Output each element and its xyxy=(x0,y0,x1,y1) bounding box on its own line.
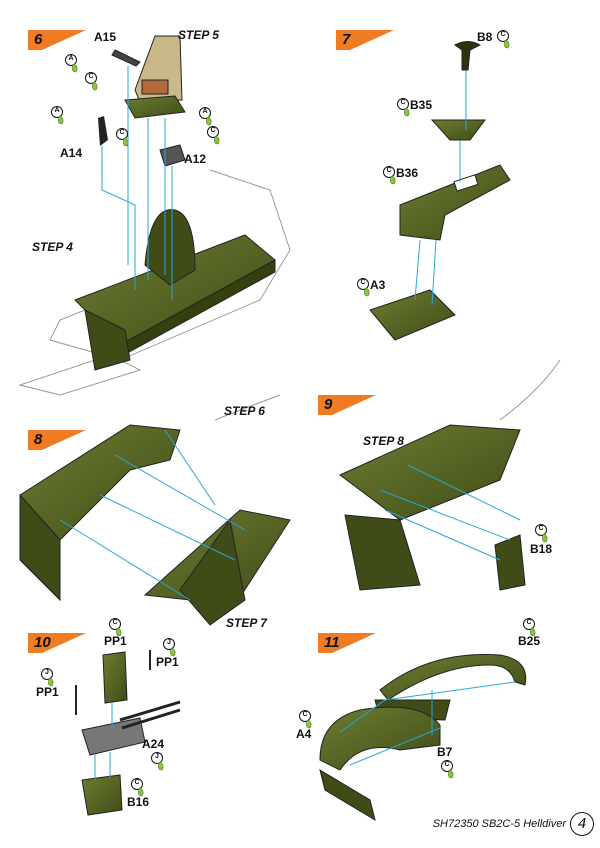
part-label: A15 xyxy=(94,30,117,44)
part-label: PP1 xyxy=(104,634,127,648)
part-label: A3 xyxy=(370,278,386,292)
step9-drawing xyxy=(339,359,561,591)
part-label: A4 xyxy=(296,727,312,741)
part-label: B25 xyxy=(518,634,541,648)
glue-marker-icon: C xyxy=(298,710,316,730)
step-flag-8: 8 xyxy=(28,430,86,450)
step-ref: STEP 7 xyxy=(226,616,267,630)
glue-marker-icon: C xyxy=(534,524,552,544)
glue-marker-icon: C xyxy=(440,760,458,780)
glue-marker-icon: A xyxy=(50,106,68,126)
step-ref: STEP 4 xyxy=(32,240,73,254)
step8-drawing xyxy=(19,394,291,626)
part-label: B16 xyxy=(127,795,150,809)
step7-drawing xyxy=(369,41,511,341)
step-ref: STEP 5 xyxy=(178,28,219,42)
glue-marker-icon: J xyxy=(150,752,168,772)
glue-marker-icon: C xyxy=(522,618,540,638)
step10-drawing xyxy=(75,650,181,816)
part-label: A24 xyxy=(142,737,165,751)
glue-marker-icon: J xyxy=(40,668,58,688)
glue-marker-icon: A xyxy=(64,54,82,74)
glue-marker-icon: C xyxy=(356,278,374,298)
step-flag-10: 10 xyxy=(28,633,86,653)
step-flag-7: 7 xyxy=(336,30,394,50)
part-label: B18 xyxy=(530,542,553,556)
step11-drawing xyxy=(319,653,527,822)
part-label: PP1 xyxy=(36,685,59,699)
glue-marker-icon: C xyxy=(496,30,514,50)
glue-marker-icon: C xyxy=(115,128,133,148)
part-label: A14 xyxy=(60,146,83,160)
step-flag-11: 11 xyxy=(318,633,376,653)
step-ref: STEP 6 xyxy=(224,404,265,418)
glue-marker-icon: A xyxy=(198,107,216,127)
glue-marker-icon: J xyxy=(162,638,180,658)
glue-marker-icon: C xyxy=(108,618,126,638)
glue-marker-icon: C xyxy=(130,778,148,798)
part-label: B35 xyxy=(410,98,433,112)
part-label: B36 xyxy=(396,166,419,180)
part-label: B7 xyxy=(437,745,453,759)
page-number: 4 xyxy=(570,812,594,836)
footer-caption: SH72350 SB2C-5 Helldiver xyxy=(432,818,566,830)
step-flag-6: 6 xyxy=(28,30,86,50)
step-ref: STEP 8 xyxy=(363,434,404,448)
glue-marker-icon: C xyxy=(382,166,400,186)
glue-marker-icon: C xyxy=(206,126,224,146)
glue-marker-icon: C xyxy=(396,98,414,118)
glue-marker-icon: C xyxy=(84,72,102,92)
step-flag-9: 9 xyxy=(318,395,376,415)
part-label: B8 xyxy=(477,30,493,44)
part-label: A12 xyxy=(184,152,207,166)
part-label: PP1 xyxy=(156,655,179,669)
step6-drawing xyxy=(18,35,291,396)
